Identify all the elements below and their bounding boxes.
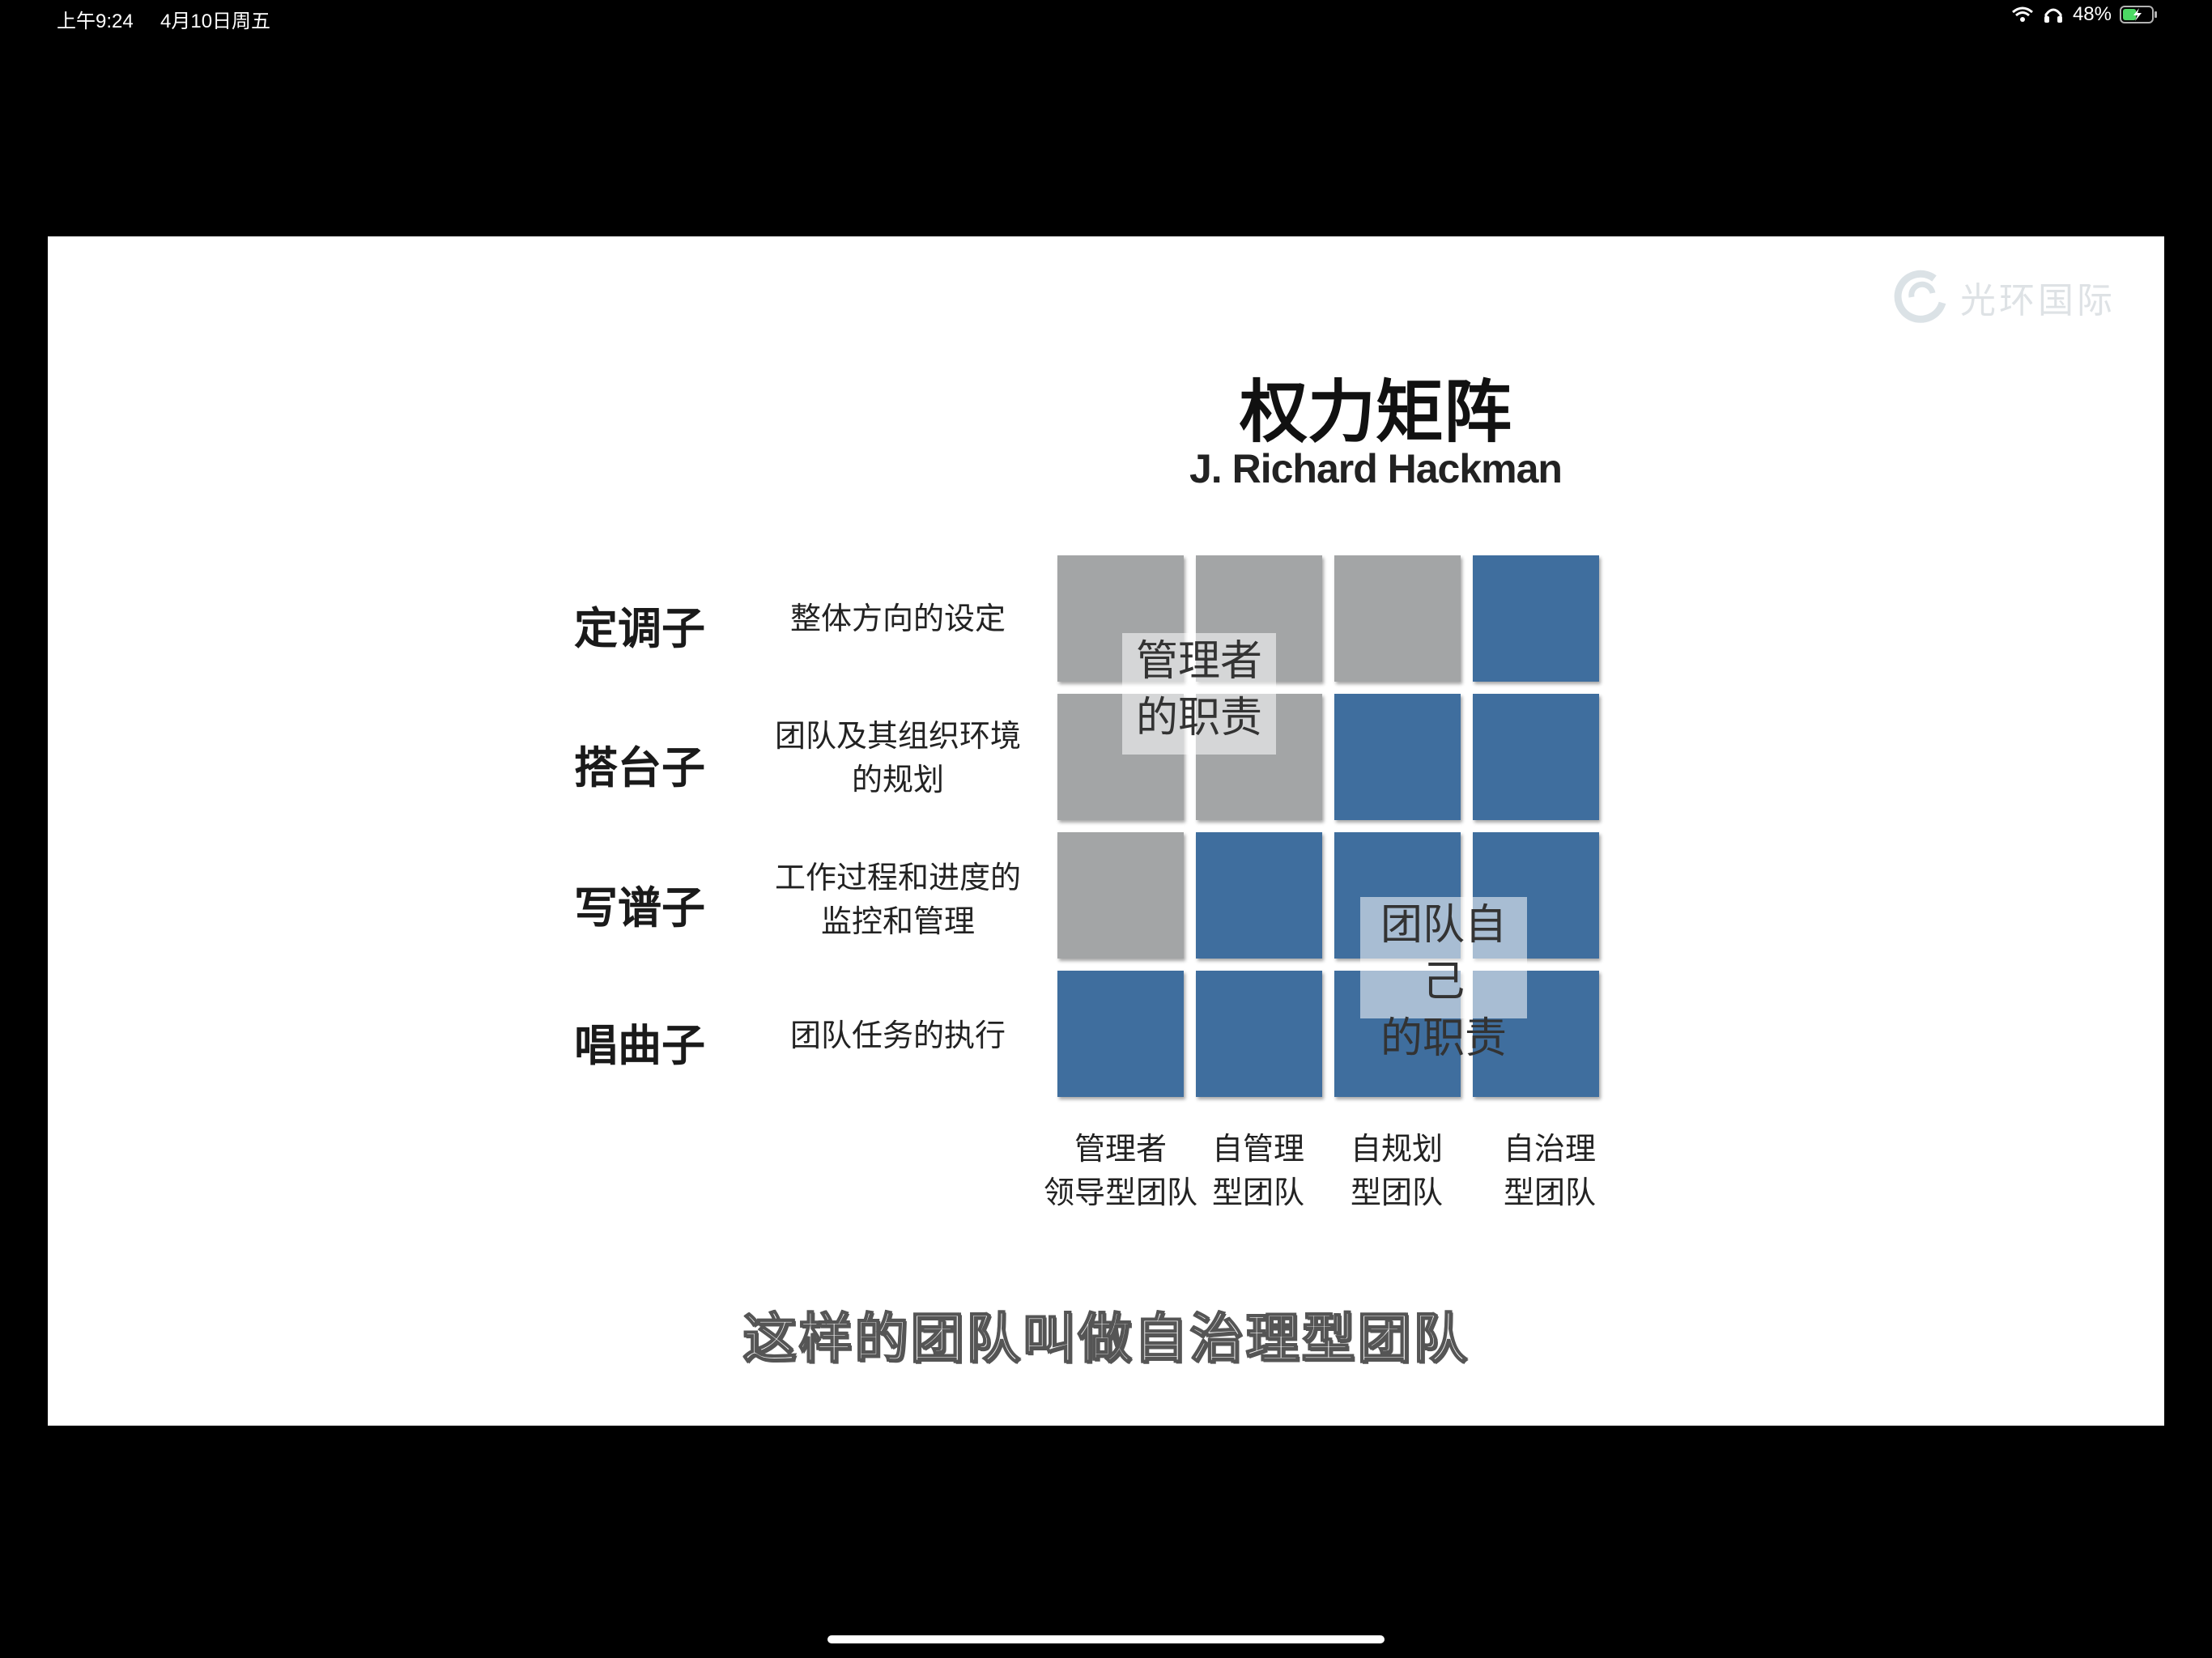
video-subtitle-caption: 这样的团队叫做自治理型团队 [742,1307,1470,1371]
row-label: 唱曲子 [574,1020,705,1071]
matrix-cell-gray [1057,832,1184,959]
row-desc: 工作过程和进度的监控和管理 [774,860,1021,939]
status-time: 上午9:24 [57,11,134,32]
column-label: 管理者领导型团队 [1043,1131,1197,1210]
matrix-cell-blue [1196,971,1322,1097]
row-desc: 整体方向的设定 [789,601,1006,636]
video-frame[interactable]: 光环国际 权力矩阵 J. Richard Hackman 定调子 整体方向的设定… [48,236,2164,1426]
battery-charging-icon [2120,6,2157,23]
home-indicator[interactable] [827,1635,1385,1643]
matrix-cell-blue [1473,694,1599,820]
row-desc: 团队及其组织环境的规划 [774,718,1021,797]
column-label: 自规划型团队 [1350,1131,1443,1210]
battery-percent: 48% [2072,3,2112,25]
watermark-text: 光环国际 [1960,280,2116,321]
manager-duty-label: 管理者的职责 [1122,633,1276,755]
status-bar: 上午9:24 4月10日周五 48% [0,0,2212,36]
slide-title: 权力矩阵 [1239,372,1512,452]
matrix-cell-blue [1473,555,1599,682]
row-label: 搭台子 [574,742,705,793]
status-right: 48% [2011,3,2157,26]
matrix-cell-blue [1057,971,1184,1097]
row-label: 写谱子 [574,882,705,933]
row-desc: 团队任务的执行 [789,1018,1006,1053]
wifi-icon [2011,6,2033,22]
matrix-cell-gray [1334,555,1461,682]
column-label: 自治理型团队 [1503,1131,1596,1210]
halo-logo-icon [1894,270,1946,323]
column-label: 自管理型团队 [1211,1131,1304,1210]
matrix-cell-blue [1334,694,1461,820]
team-duty-label: 团队自己的职责 [1360,897,1527,1063]
headphones-icon [2044,8,2062,23]
watermark-logo: 光环国际 [1894,269,2116,325]
status-date: 4月10日周五 [160,11,271,32]
row-label: 定调子 [574,603,705,654]
matrix-cell-blue [1196,832,1322,959]
power-matrix-grid [1057,555,1608,1106]
slide-subtitle: J. Richard Hackman [1189,446,1563,491]
